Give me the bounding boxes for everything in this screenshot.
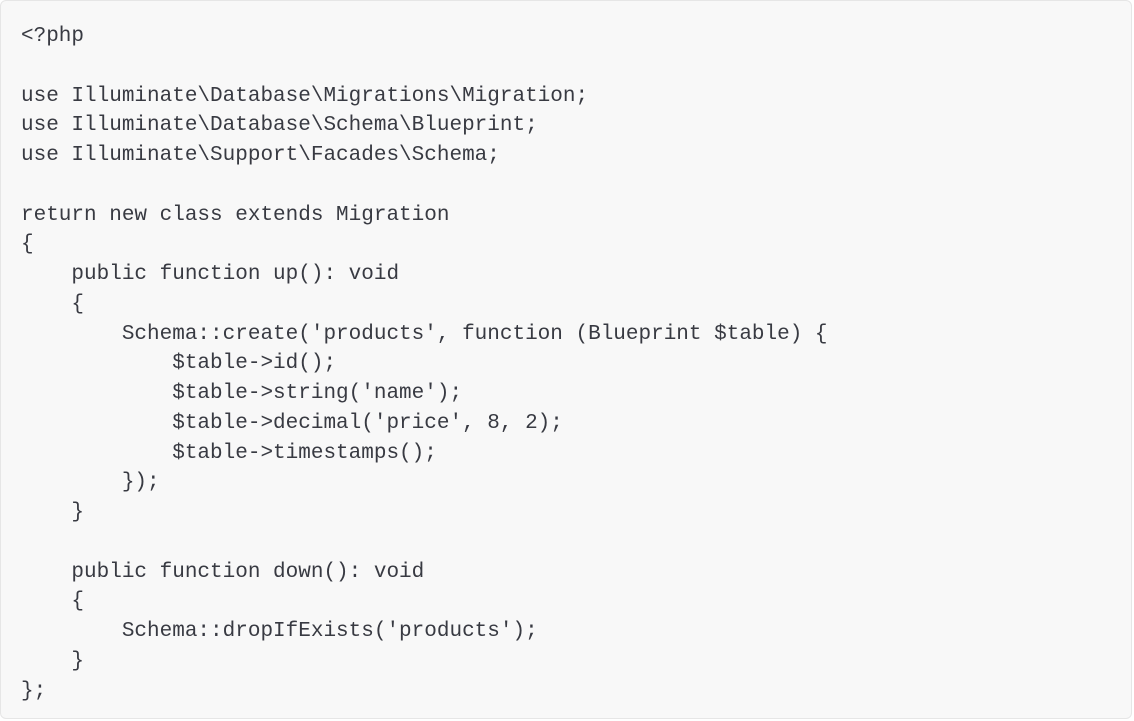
code-line: Schema::dropIfExists('products'); <box>21 620 538 643</box>
code-line: public function up(): void <box>21 263 400 286</box>
code-line: <?php <box>21 25 85 48</box>
code-line: { <box>21 292 85 316</box>
code-line: use Illuminate\Database\Schema\Blueprint… <box>21 114 538 138</box>
code-line: $table->string('name'); <box>21 382 463 405</box>
code-line: }; <box>21 679 47 703</box>
code-line: { <box>21 590 85 614</box>
code-line: { <box>21 233 34 257</box>
code-line: $table->timestamps(); <box>21 441 437 465</box>
code-line: $table->id(); <box>21 352 337 376</box>
code-line: } <box>21 501 85 524</box>
code-line: $table->decimal('price', 8, 2); <box>21 411 563 435</box>
code-line: return new class extends Migration <box>21 203 450 227</box>
code-line: } <box>21 649 85 673</box>
code-line: }); <box>21 471 160 495</box>
code-line <box>21 528 828 558</box>
code-line: use Illuminate\Database\Migrations\Migra… <box>21 84 589 108</box>
code-line <box>21 52 828 82</box>
code-line <box>21 171 828 201</box>
code-line: Schema::create('products', function (Blu… <box>21 322 828 346</box>
code-line: public function down(): void <box>21 560 425 584</box>
code-content: <?php use Illuminate\Database\Migrations\… <box>21 22 828 706</box>
code-line: use Illuminate\Support\Facades\Schema; <box>21 144 500 167</box>
